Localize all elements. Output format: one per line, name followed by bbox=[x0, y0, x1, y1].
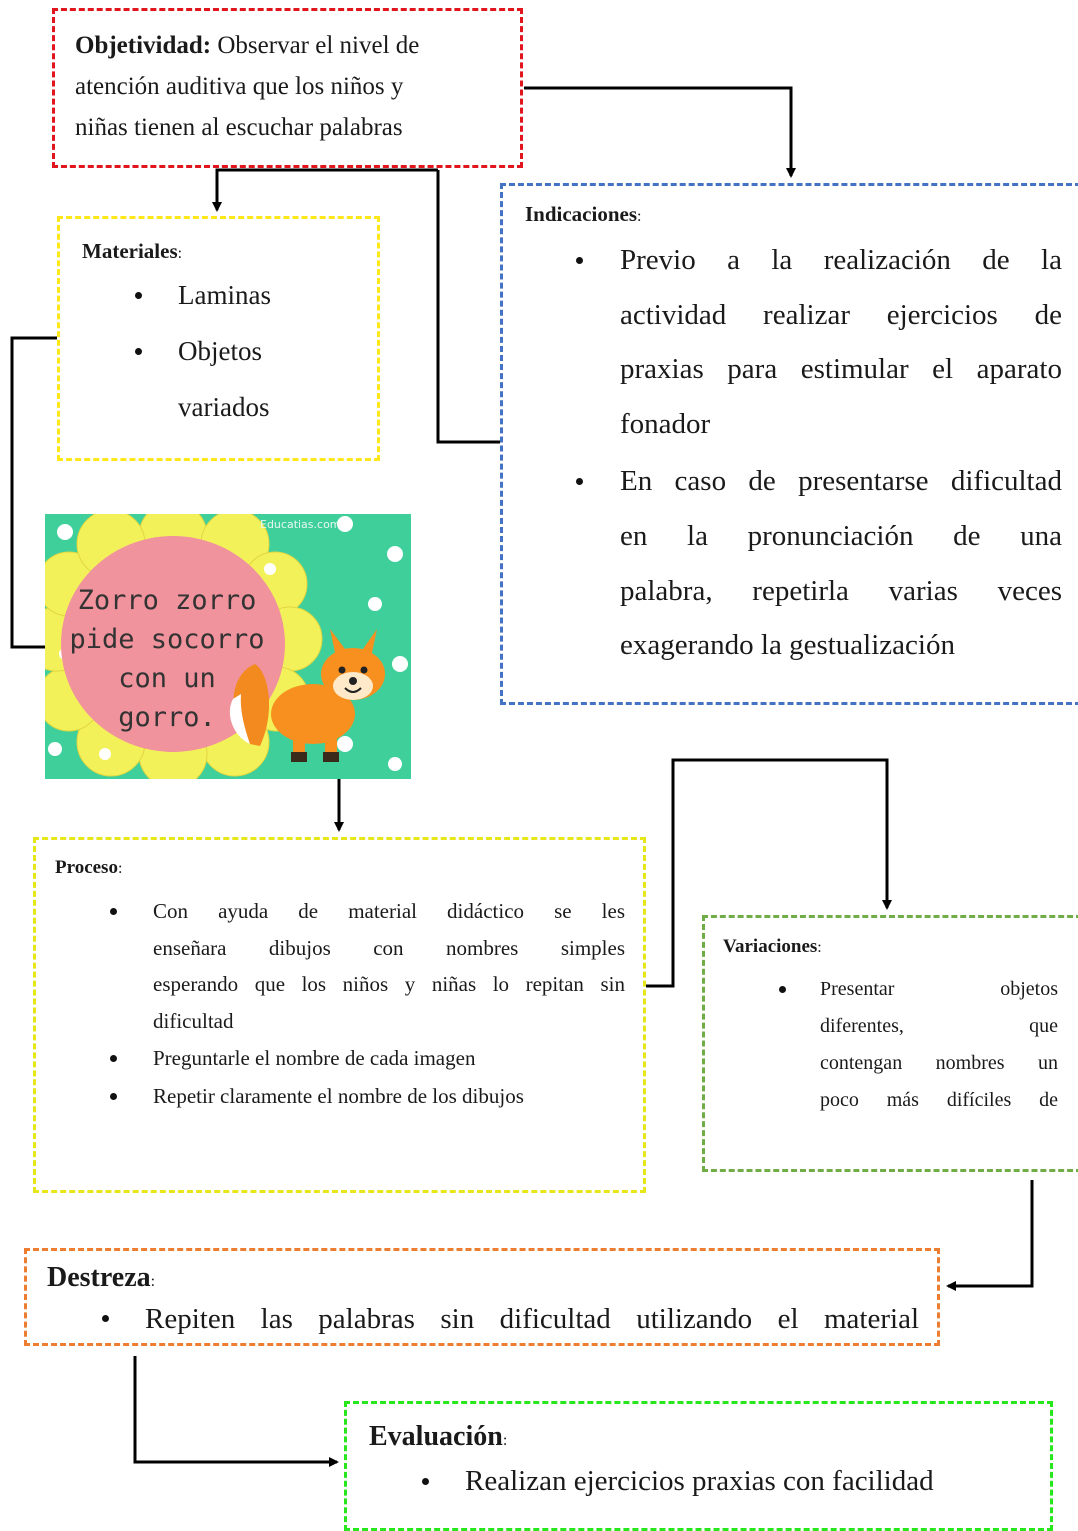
indicaciones-colon: : bbox=[637, 208, 642, 225]
indicaciones-item-2-line-2: en la pronunciación de una bbox=[620, 519, 1062, 552]
proceso-item-3-line-1: Repetir claramente el nombre de los dibu… bbox=[153, 1083, 524, 1108]
variaciones-label: Variaciones bbox=[723, 936, 818, 957]
image-caption-line-1: Zorro zorro bbox=[78, 585, 257, 616]
image-watermark: Educatias.com bbox=[260, 518, 341, 531]
indicaciones-item-2-line-4: exagerando la gestualización bbox=[620, 629, 955, 662]
arrow-variaciones-to-destreza bbox=[946, 1180, 1034, 1291]
objetividad-line-3: niñas tienen al escuchar palabras bbox=[75, 114, 403, 141]
evaluacion-item-1-line-1: Realizan ejercicios praxias con facilida… bbox=[465, 1465, 934, 1497]
variaciones-item-1-line-2: diferentes, que bbox=[820, 1015, 1058, 1037]
indicaciones-box: Indicaciones: Previo a la realización de… bbox=[500, 183, 1078, 705]
evaluacion-colon: : bbox=[502, 1432, 508, 1449]
line-objetividad-to-indicaciones-side bbox=[436, 170, 500, 444]
indicaciones-label: Indicaciones bbox=[525, 202, 638, 226]
line-materiales-to-image bbox=[10, 336, 57, 649]
indicaciones-item-2-line-1: En caso de presentarse dificultad bbox=[620, 465, 1062, 498]
objetividad-line-2: atención auditiva que los niños y bbox=[75, 73, 404, 100]
destreza-box: Destreza: Repiten las palabras sin dific… bbox=[24, 1248, 940, 1346]
fox-drawing bbox=[229, 629, 385, 762]
destreza-heading: Destreza: bbox=[47, 1259, 937, 1297]
evaluacion-label: Evaluación bbox=[369, 1421, 503, 1452]
materiales-item-2-line-2: variados bbox=[178, 392, 270, 422]
proceso-item-1-line-3: esperando que los niños y niñas lo repit… bbox=[153, 972, 625, 996]
proceso-item-1: Con ayuda de material didáctico se les e… bbox=[110, 893, 625, 1039]
destreza-item-1: Repiten las palabras sin dificultad util… bbox=[102, 1297, 919, 1341]
indicaciones-heading: Indicaciones: bbox=[525, 198, 1078, 230]
evaluacion-box: Evaluación: Realizan ejercicios praxias … bbox=[344, 1401, 1053, 1531]
materiales-item-1-line-1: Laminas bbox=[178, 280, 271, 310]
indicaciones-item-2-line-3: palabra, repetirla varias veces bbox=[620, 574, 1062, 607]
indicaciones-item-1: Previo a la realización de la actividad … bbox=[576, 233, 1062, 451]
proceso-colon: : bbox=[117, 860, 123, 877]
indicaciones-item-1-line-3: praxias para estimular el aparato bbox=[620, 353, 1062, 386]
destreza-colon: : bbox=[150, 1273, 156, 1290]
evaluacion-item-1: Realizan ejercicios praxias con facilida… bbox=[422, 1456, 1050, 1506]
proceso-item-3: Repetir claramente el nombre de los dibu… bbox=[110, 1078, 625, 1115]
proceso-box: Proceso: Con ayuda de material didáctico… bbox=[33, 837, 646, 1193]
materiales-colon: : bbox=[177, 245, 183, 262]
proceso-item-1-line-2: enseñara dibujos con nombres simples bbox=[153, 935, 625, 960]
destreza-item-1-line-1: Repiten las palabras sin dificultad util… bbox=[145, 1303, 919, 1335]
variaciones-colon: : bbox=[817, 939, 822, 956]
indicaciones-item-1-line-4: fonador bbox=[620, 407, 711, 440]
variaciones-box: Variaciones: Presentar objetos diferente… bbox=[702, 915, 1078, 1172]
image-caption: Zorro zorro pide socorro con un gorro. bbox=[69, 585, 264, 733]
arrow-destreza-to-evaluacion bbox=[133, 1356, 339, 1467]
destreza-label: Destreza bbox=[47, 1262, 151, 1293]
variaciones-item-1-line-3: contengan nombres un bbox=[820, 1052, 1058, 1074]
proceso-label: Proceso bbox=[55, 857, 118, 878]
variaciones-heading: Variaciones: bbox=[723, 931, 1078, 963]
arrow-proceso-to-variaciones bbox=[646, 758, 892, 988]
objetividad-label: Objetividad: bbox=[75, 32, 212, 59]
proceso-item-2-line-1: Preguntarle el nombre de cada imagen bbox=[153, 1046, 476, 1070]
variaciones-item-1-line-1: Presentar objetos bbox=[820, 978, 1058, 1000]
variaciones-item-1: Presentar objetos diferentes, que conten… bbox=[779, 971, 1058, 1119]
materiales-box: Materiales: Laminas Objetos variados bbox=[57, 216, 380, 461]
evaluacion-heading: Evaluación: bbox=[369, 1418, 1050, 1456]
indicaciones-item-2: En caso de presentarse dificultad en la … bbox=[576, 454, 1062, 672]
arrow-objetividad-to-materiales bbox=[212, 168, 438, 212]
image-caption-line-2: pide socorro bbox=[69, 624, 264, 655]
materiales-item-2-line-1: Objetos bbox=[178, 336, 262, 366]
objetividad-box: Objetividad: Observar el nivel de atenci… bbox=[52, 8, 523, 168]
proceso-item-1-line-1: Con ayuda de material didáctico se les bbox=[153, 899, 625, 923]
image-caption-line-3: con un bbox=[118, 663, 216, 694]
image-caption-line-4: gorro. bbox=[118, 702, 216, 733]
fox-tongue-twister-image: Zorro zorro pide socorro con un gorro. E… bbox=[45, 514, 411, 779]
objetividad-line-1: Observar el nivel de bbox=[217, 32, 420, 59]
proceso-item-1-line-4: dificultad bbox=[153, 1008, 234, 1033]
materiales-label: Materiales bbox=[82, 239, 178, 263]
materiales-item-1: Laminas bbox=[135, 267, 377, 323]
materiales-heading: Materiales: bbox=[82, 235, 377, 267]
indicaciones-item-1-line-2: actividad realizar ejercicios de bbox=[620, 298, 1062, 331]
proceso-item-2: Preguntarle el nombre de cada imagen bbox=[110, 1040, 625, 1077]
pink-oval bbox=[61, 536, 285, 752]
materiales-item-2: Objetos variados bbox=[135, 323, 377, 435]
arrow-objetividad-to-indicaciones bbox=[524, 86, 796, 178]
proceso-heading: Proceso: bbox=[55, 852, 643, 884]
variaciones-item-1-line-4: poco más difíciles de bbox=[820, 1089, 1058, 1111]
indicaciones-item-1-line-1: Previo a la realización de la bbox=[620, 244, 1062, 276]
